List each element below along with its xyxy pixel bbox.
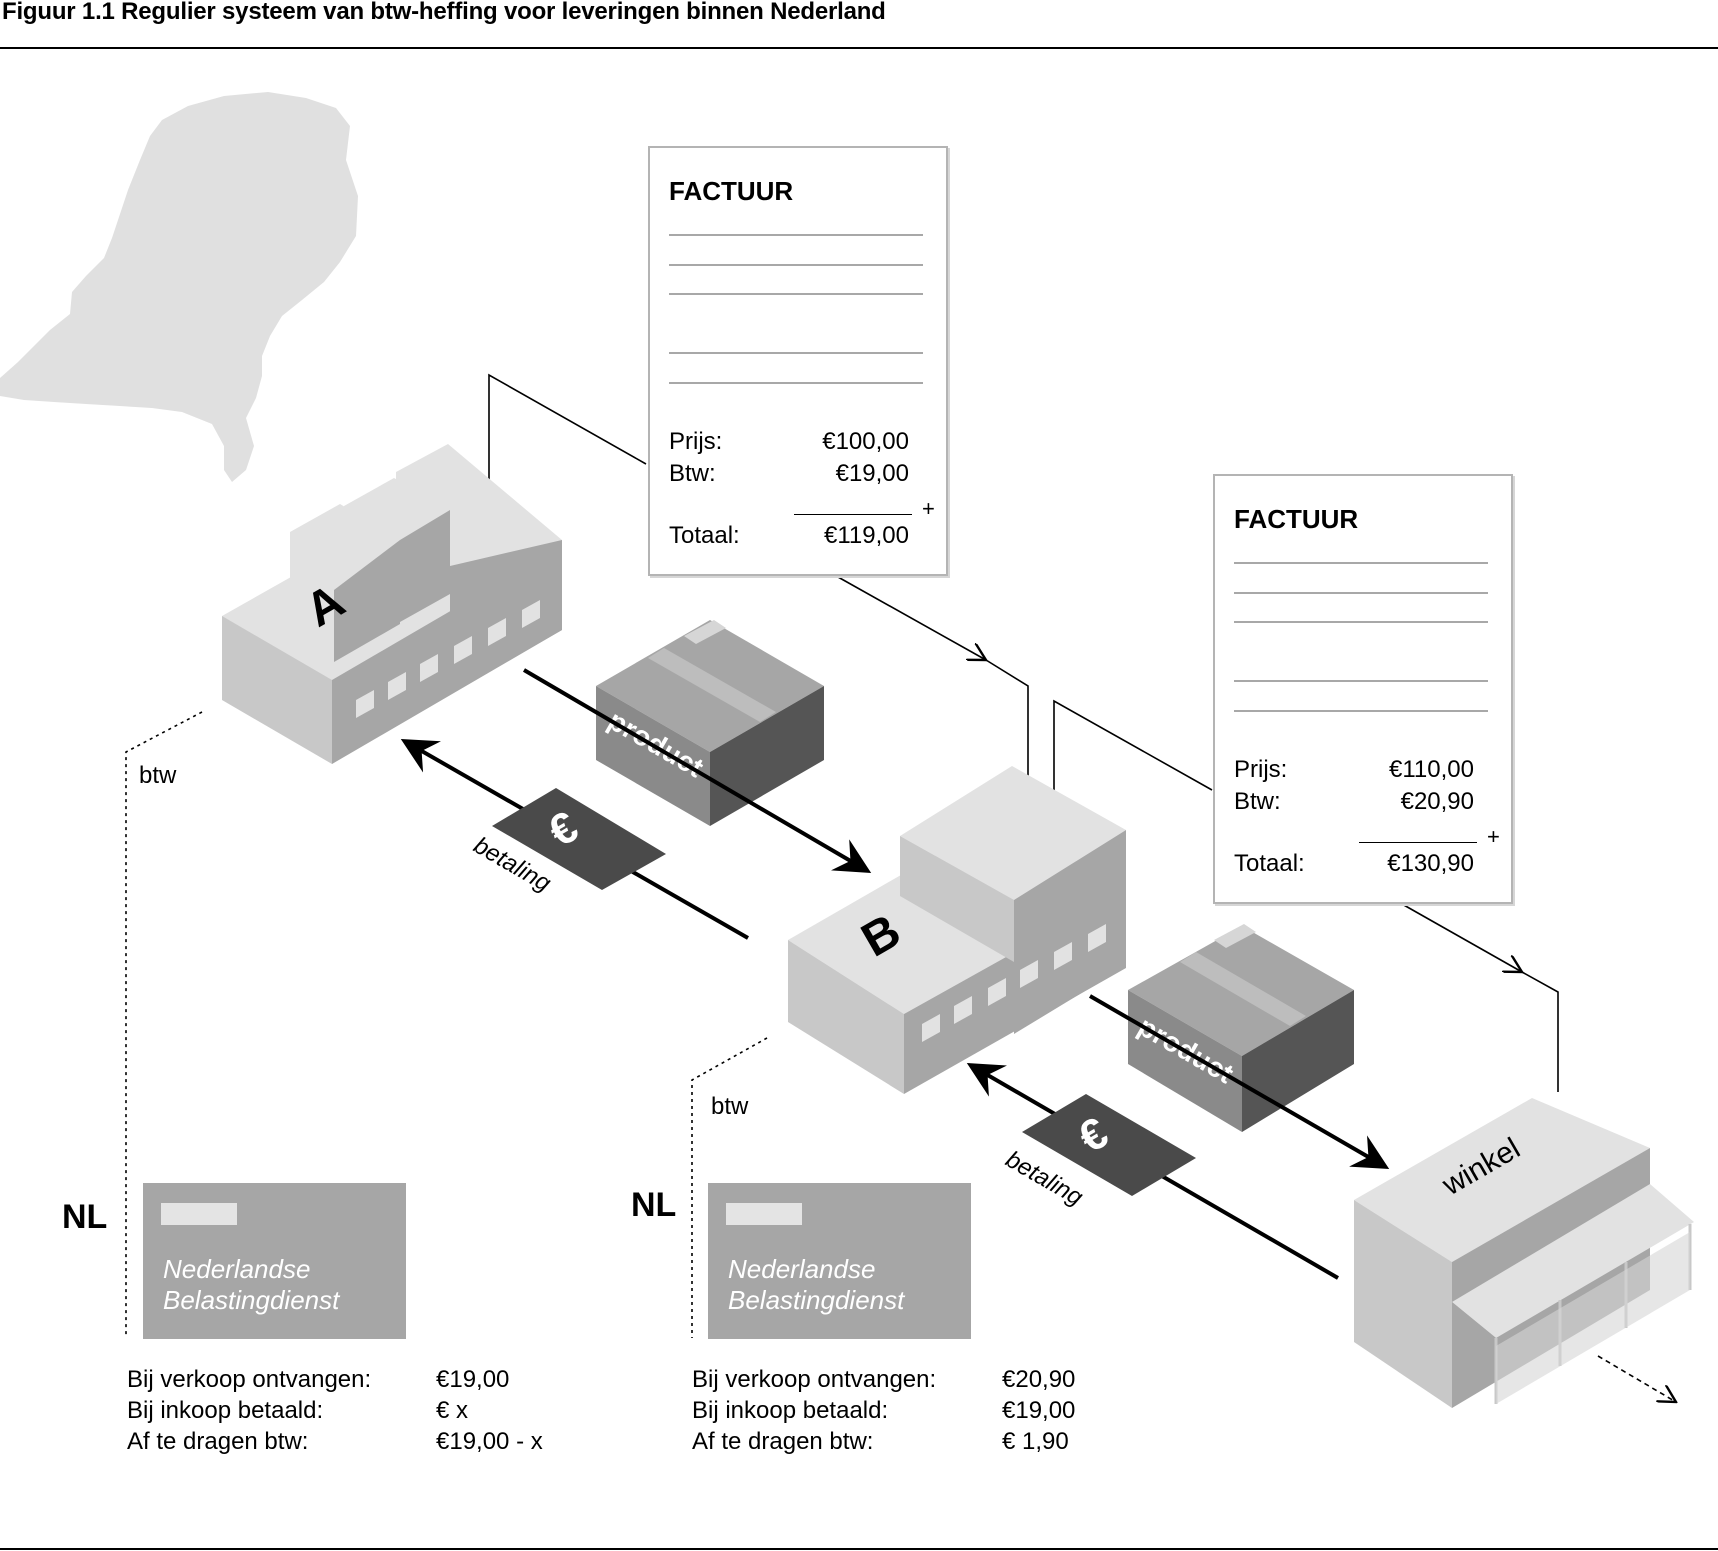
- building-b: B: [788, 766, 1126, 1094]
- price-value: €100,00: [822, 428, 909, 455]
- summary-row: Bij verkoop ontvangen:€20,90: [692, 1366, 1076, 1393]
- tax-office-bar: [161, 1203, 237, 1225]
- product-box-1: product: [596, 620, 824, 826]
- invoice1-connector-down: [985, 659, 1029, 802]
- invoice-line: [669, 352, 923, 354]
- figure-title: Figuur 1.1 Regulier systeem van btw-heff…: [2, 0, 886, 25]
- summary-row: Bij verkoop ontvangen:€19,00: [127, 1366, 510, 1393]
- summary-row: Af te dragen btw:€19,00 - x: [127, 1428, 543, 1455]
- invoice-line: [669, 293, 923, 295]
- invoice-1: FACTUUR Prijs: €100,00 Btw: €19,00 + Tot…: [648, 146, 948, 576]
- dotted-line-a: [125, 711, 203, 1338]
- tax-office-box-a: Nederlandse Belastingdienst: [143, 1183, 406, 1339]
- invoice-line: [669, 234, 923, 236]
- summary-row: Bij inkoop betaald:€19,00: [692, 1397, 1076, 1424]
- invoice-line: [1234, 680, 1488, 682]
- shop-building: winkel: [1354, 1098, 1694, 1408]
- tax-office-name: Nederlandse Belastingdienst: [728, 1254, 905, 1315]
- invoice-2-vat-row: Btw: €20,90: [1234, 788, 1474, 816]
- nl-label-b: NL: [631, 1186, 677, 1224]
- invoice2-connector-down: [1521, 971, 1559, 1092]
- vat-label: Btw:: [669, 460, 716, 487]
- sum-line: [1359, 842, 1477, 843]
- sum-line: [794, 514, 912, 515]
- total-label: Totaal:: [669, 522, 740, 549]
- price-value: €110,00: [1389, 756, 1474, 783]
- vat-summary-a: Bij verkoop ontvangen:€19,00 Bij inkoop …: [127, 1364, 587, 1457]
- euro-tag-1: €: [492, 788, 666, 890]
- vat-value: €20,90: [1400, 788, 1474, 815]
- invoice-line: [1234, 592, 1488, 594]
- total-value: €119,00: [824, 522, 909, 549]
- vat-summary-b: Bij verkoop ontvangen:€20,90 Bij inkoop …: [692, 1364, 1152, 1457]
- invoice-1-price-row: Prijs: €100,00: [669, 428, 909, 456]
- netherlands-map: [0, 92, 358, 482]
- invoice-1-title: FACTUUR: [669, 176, 794, 206]
- plus-sign: +: [922, 496, 935, 521]
- invoice-line: [1234, 562, 1488, 564]
- top-rule: [0, 47, 1718, 49]
- summary-row: Bij inkoop betaald:€ x: [127, 1397, 469, 1424]
- tax-office-bar: [726, 1203, 802, 1225]
- bottom-rule: [0, 1548, 1718, 1550]
- btw-label-b: btw: [711, 1093, 749, 1120]
- factory-a: A: [222, 444, 562, 764]
- invoice-2-title: FACTUUR: [1234, 504, 1359, 534]
- nl-label-a: NL: [62, 1198, 108, 1236]
- invoice-line: [669, 382, 923, 384]
- invoice-line: [1234, 621, 1488, 623]
- price-label: Prijs:: [1234, 756, 1288, 783]
- invoice-1-vat-row: Btw: €19,00: [669, 460, 909, 488]
- invoice2-connector-in: [1053, 699, 1213, 816]
- invoice-2-price-row: Prijs: €110,00: [1234, 756, 1474, 784]
- total-label: Totaal:: [1234, 850, 1305, 877]
- plus-sign: +: [1487, 824, 1500, 849]
- product-box-2: product: [1128, 924, 1354, 1132]
- invoice-2: FACTUUR Prijs: €110,00 Btw: €20,90 + Tot…: [1213, 474, 1513, 904]
- price-label: Prijs:: [669, 428, 723, 455]
- invoice-line: [669, 264, 923, 266]
- invoice1-connector-out: [837, 576, 986, 660]
- invoice-line: [1234, 710, 1488, 712]
- tax-office-name: Nederlandse Belastingdienst: [163, 1254, 340, 1315]
- total-value: €130,90: [1387, 850, 1474, 877]
- vat-value: €19,00: [835, 460, 909, 487]
- vat-label: Btw:: [1234, 788, 1281, 815]
- btw-label-a: btw: [139, 762, 177, 789]
- dotted-line-b: [691, 1037, 768, 1338]
- summary-row: Af te dragen btw:€ 1,90: [692, 1428, 1069, 1455]
- invoice1-connector-in: [488, 373, 647, 487]
- euro-tag-2: €: [1022, 1094, 1196, 1196]
- tax-office-box-b: Nederlandse Belastingdienst: [708, 1183, 971, 1339]
- invoice-1-total-row: Totaal: €119,00: [669, 522, 909, 550]
- product-arrow-1: [522, 668, 872, 874]
- exit-arrow: [1597, 1355, 1676, 1402]
- product-arrow-2: [1088, 994, 1390, 1170]
- invoice-2-total-row: Totaal: €130,90: [1234, 850, 1474, 878]
- invoice2-connector-out: [1401, 903, 1522, 972]
